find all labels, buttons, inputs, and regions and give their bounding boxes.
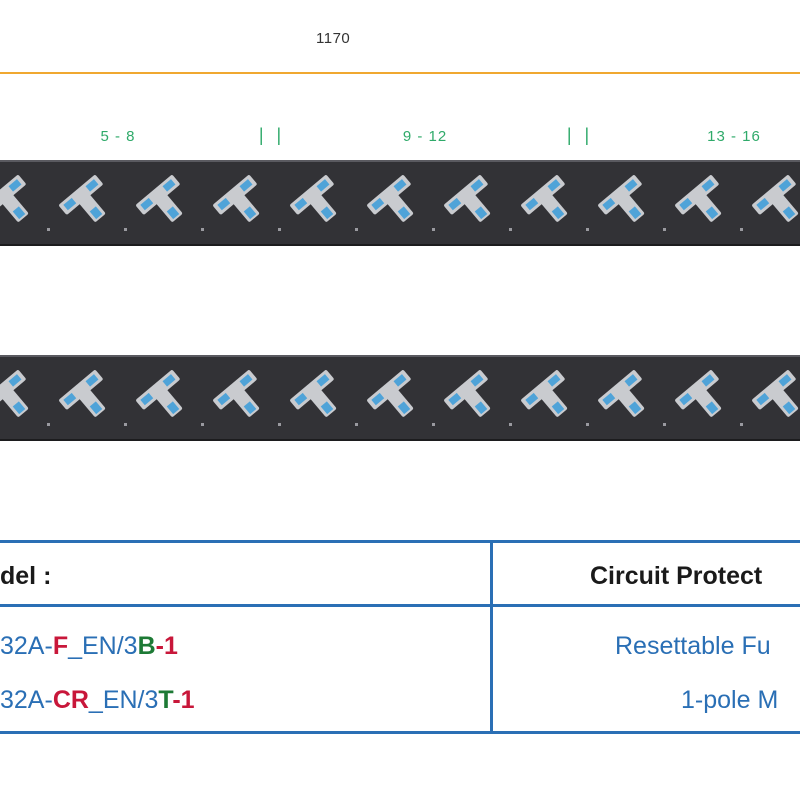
outlet-icon	[290, 175, 337, 222]
protection-column-header: Circuit Protect	[590, 562, 763, 590]
outlet-indicator	[432, 423, 435, 426]
outlet-indicator	[355, 228, 358, 231]
outlet-icon	[0, 175, 29, 222]
outlet-icon	[59, 370, 106, 417]
outlet-indicator	[740, 228, 743, 231]
outlet-icon	[136, 175, 183, 222]
group-label-5-8: 5 - 8	[100, 128, 136, 145]
outlet-icon	[0, 370, 29, 417]
outlet-icon	[752, 175, 799, 222]
outlet-icon	[367, 370, 414, 417]
table-header-divider	[0, 604, 800, 607]
group-label-13-16: 13 - 16	[707, 128, 761, 145]
outlet-indicator	[509, 423, 512, 426]
outlet-icon	[213, 175, 260, 222]
outlet-indicator	[47, 423, 50, 426]
outlet-icon	[444, 370, 491, 417]
outlet-indicator	[201, 423, 204, 426]
protection-row-1: Resettable Fu	[615, 632, 771, 660]
outlet-indicator	[663, 228, 666, 231]
outlet-icon	[675, 175, 722, 222]
outlet-indicator	[509, 228, 512, 231]
outlet-indicator	[663, 423, 666, 426]
outlet-icon	[213, 370, 260, 417]
outlet-indicator	[201, 228, 204, 231]
power-strip-bottom	[0, 355, 800, 441]
outlet-indicator	[124, 228, 127, 231]
outlet-indicator	[586, 228, 589, 231]
model-code-row-2: 32A-CR_EN/3T-1	[0, 686, 195, 714]
outlet-icon	[752, 370, 799, 417]
outlet-icon	[136, 370, 183, 417]
dimension-label: 1170	[316, 30, 351, 47]
outlet-indicator	[740, 423, 743, 426]
outlet-icon	[521, 175, 568, 222]
outlet-indicator	[586, 423, 589, 426]
outlet-indicator	[47, 228, 50, 231]
outlet-indicator	[278, 423, 281, 426]
group-label-9-12: 9 - 12	[402, 128, 448, 145]
outlet-indicator	[355, 423, 358, 426]
outlet-indicator	[278, 228, 281, 231]
group-separator: | |	[258, 125, 286, 145]
model-code-row-1: 32A-F_EN/3B-1	[0, 632, 178, 660]
outlet-icon	[598, 370, 645, 417]
protection-row-2: 1-pole M	[681, 686, 779, 714]
outlet-icon	[675, 370, 722, 417]
table-column-divider	[490, 540, 493, 734]
dimension-line	[0, 72, 800, 74]
outlet-indicator	[124, 423, 127, 426]
spec-table: del : Circuit Protect 32A-F_EN/3B-1 Rese…	[0, 540, 800, 738]
outlet-icon	[521, 370, 568, 417]
outlet-icon	[290, 370, 337, 417]
table-frame	[0, 540, 800, 734]
outlet-icon	[59, 175, 106, 222]
outlet-indicator	[432, 228, 435, 231]
power-strip-top	[0, 160, 800, 246]
outlet-icon	[444, 175, 491, 222]
outlet-icon	[598, 175, 645, 222]
model-column-header: del :	[0, 562, 52, 590]
group-separator: | |	[566, 125, 594, 145]
outlet-icon	[367, 175, 414, 222]
